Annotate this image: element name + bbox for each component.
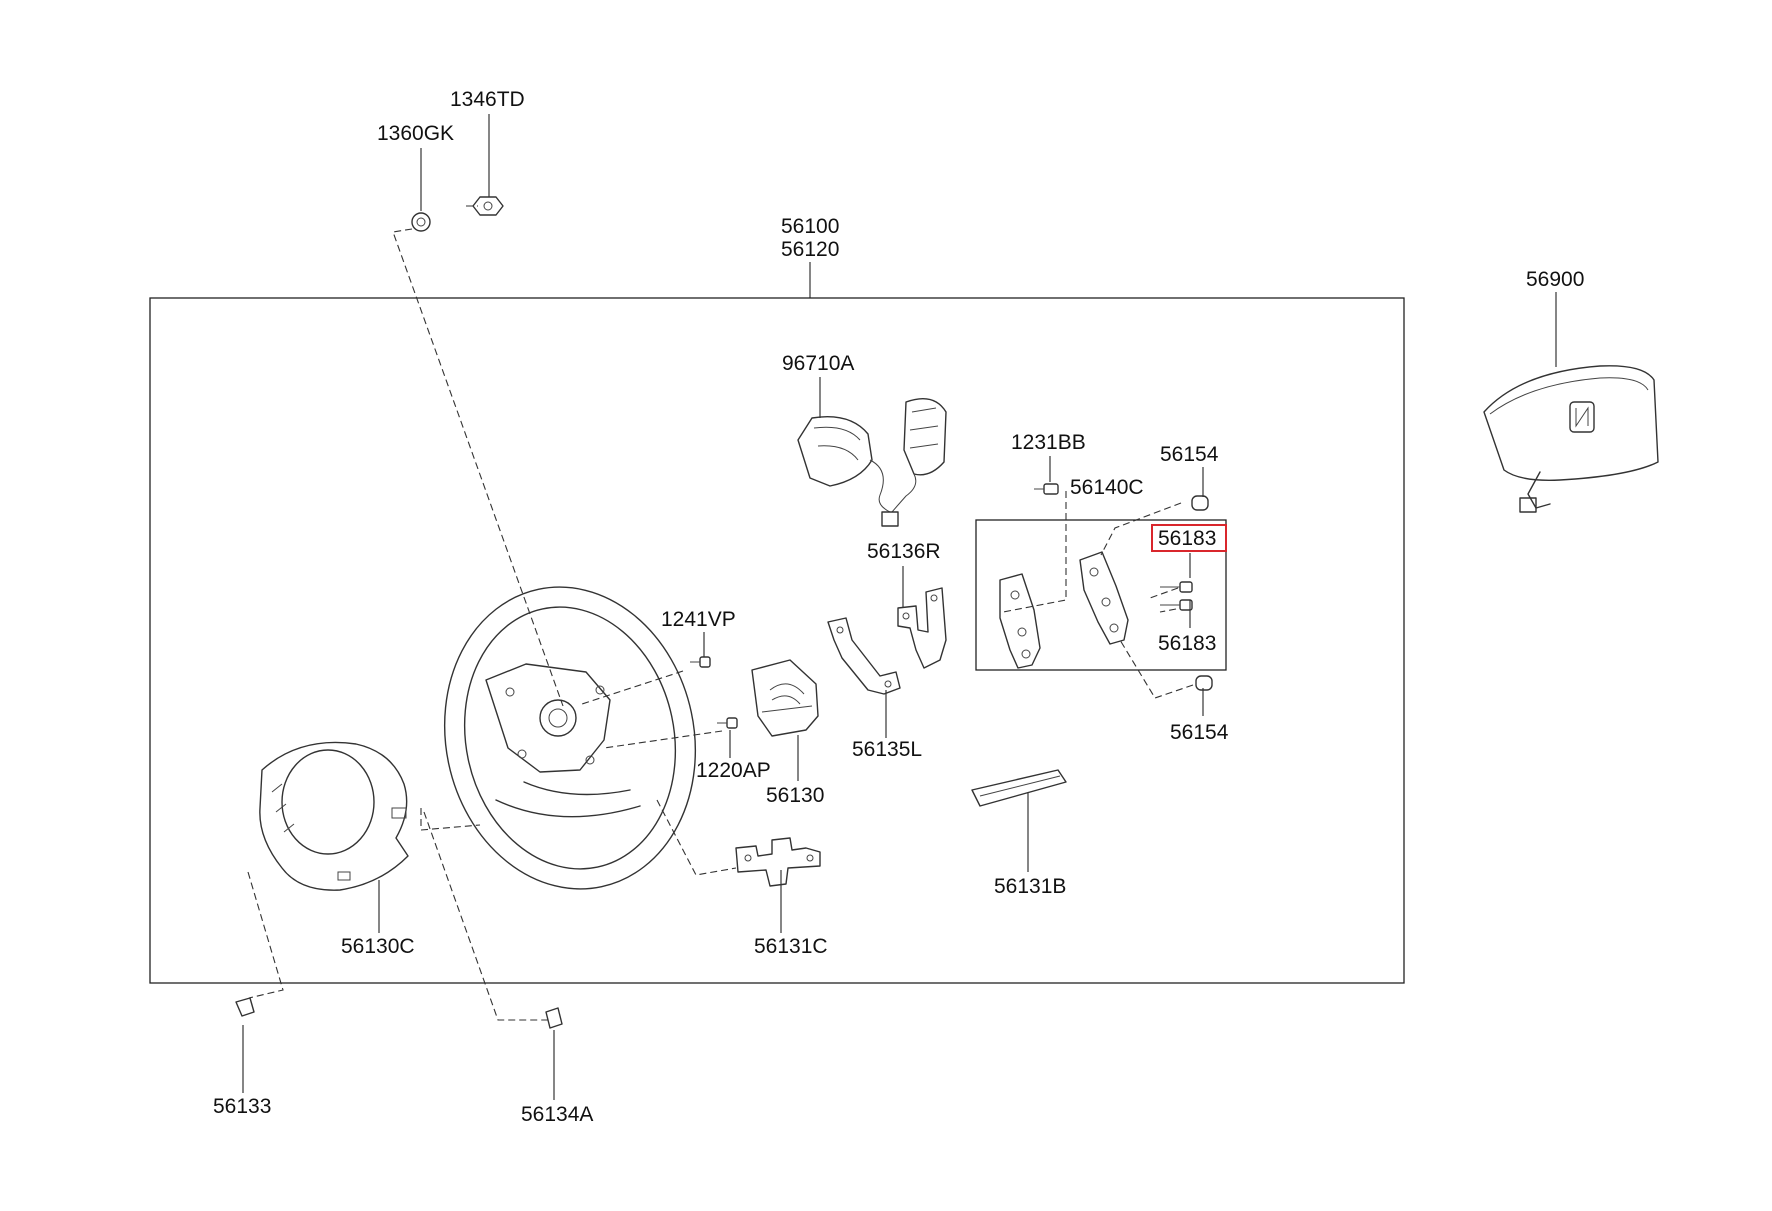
airbag-module-icon[interactable] bbox=[1483, 365, 1659, 513]
label-56130C[interactable]: 56130C bbox=[341, 935, 415, 958]
screw-icon[interactable] bbox=[717, 717, 738, 729]
label-56133[interactable]: 56133 bbox=[213, 1095, 271, 1118]
label-56135L[interactable]: 56135L bbox=[852, 738, 922, 761]
screw-icon[interactable] bbox=[1034, 483, 1059, 495]
label-96710A[interactable]: 96710A bbox=[782, 352, 854, 375]
label-56183-lower[interactable]: 56183 bbox=[1158, 632, 1216, 655]
cap-icon[interactable] bbox=[1191, 495, 1209, 511]
label-1241VP[interactable]: 1241VP bbox=[661, 608, 736, 631]
label-56140C[interactable]: 56140C bbox=[1070, 476, 1144, 499]
label-1231BB[interactable]: 1231BB bbox=[1011, 431, 1086, 454]
bracket-icon[interactable] bbox=[1079, 551, 1129, 645]
assembly-frame bbox=[149, 297, 1405, 984]
screw-icon[interactable] bbox=[690, 656, 711, 668]
label-56183-highlighted[interactable]: 56183 bbox=[1158, 527, 1216, 550]
label-56154-top[interactable]: 56154 bbox=[1160, 443, 1219, 466]
label-1346TD[interactable]: 1346TD bbox=[450, 88, 525, 111]
bracket-icon[interactable] bbox=[999, 573, 1041, 669]
cap-icon[interactable] bbox=[1195, 675, 1213, 691]
cover-icon[interactable] bbox=[751, 659, 819, 737]
bracket-icon[interactable] bbox=[897, 587, 947, 669]
label-56154-bottom[interactable]: 56154 bbox=[1170, 721, 1229, 744]
label-56900[interactable]: 56900 bbox=[1526, 268, 1584, 291]
steering-wheel-icon[interactable] bbox=[417, 564, 723, 913]
screw-icon[interactable] bbox=[1160, 599, 1193, 611]
label-56120[interactable]: 56120 bbox=[781, 238, 839, 261]
clip-icon[interactable] bbox=[235, 997, 255, 1017]
label-56131B[interactable]: 56131B bbox=[994, 875, 1066, 898]
label-56131C[interactable]: 56131C bbox=[754, 935, 828, 958]
label-1360GK[interactable]: 1360GK bbox=[377, 122, 454, 145]
highlight-box bbox=[1151, 524, 1227, 552]
label-56100[interactable]: 56100 bbox=[781, 215, 839, 238]
screw-icon[interactable] bbox=[1160, 581, 1193, 593]
label-56130[interactable]: 56130 bbox=[766, 784, 824, 807]
bracket-icon[interactable] bbox=[827, 617, 901, 695]
subassembly-frame bbox=[975, 519, 1227, 671]
label-56134A[interactable]: 56134A bbox=[521, 1103, 593, 1126]
label-56136R[interactable]: 56136R bbox=[867, 540, 941, 563]
trim-icon[interactable] bbox=[971, 769, 1067, 807]
cover-icon[interactable] bbox=[259, 741, 409, 891]
clip-icon[interactable] bbox=[545, 1007, 563, 1029]
remote-control-switch-icon[interactable] bbox=[797, 398, 947, 527]
nut-icon[interactable] bbox=[472, 196, 504, 216]
nut-icon[interactable] bbox=[411, 212, 431, 232]
label-1220AP[interactable]: 1220AP bbox=[696, 759, 771, 782]
bracket-icon[interactable] bbox=[735, 837, 821, 887]
